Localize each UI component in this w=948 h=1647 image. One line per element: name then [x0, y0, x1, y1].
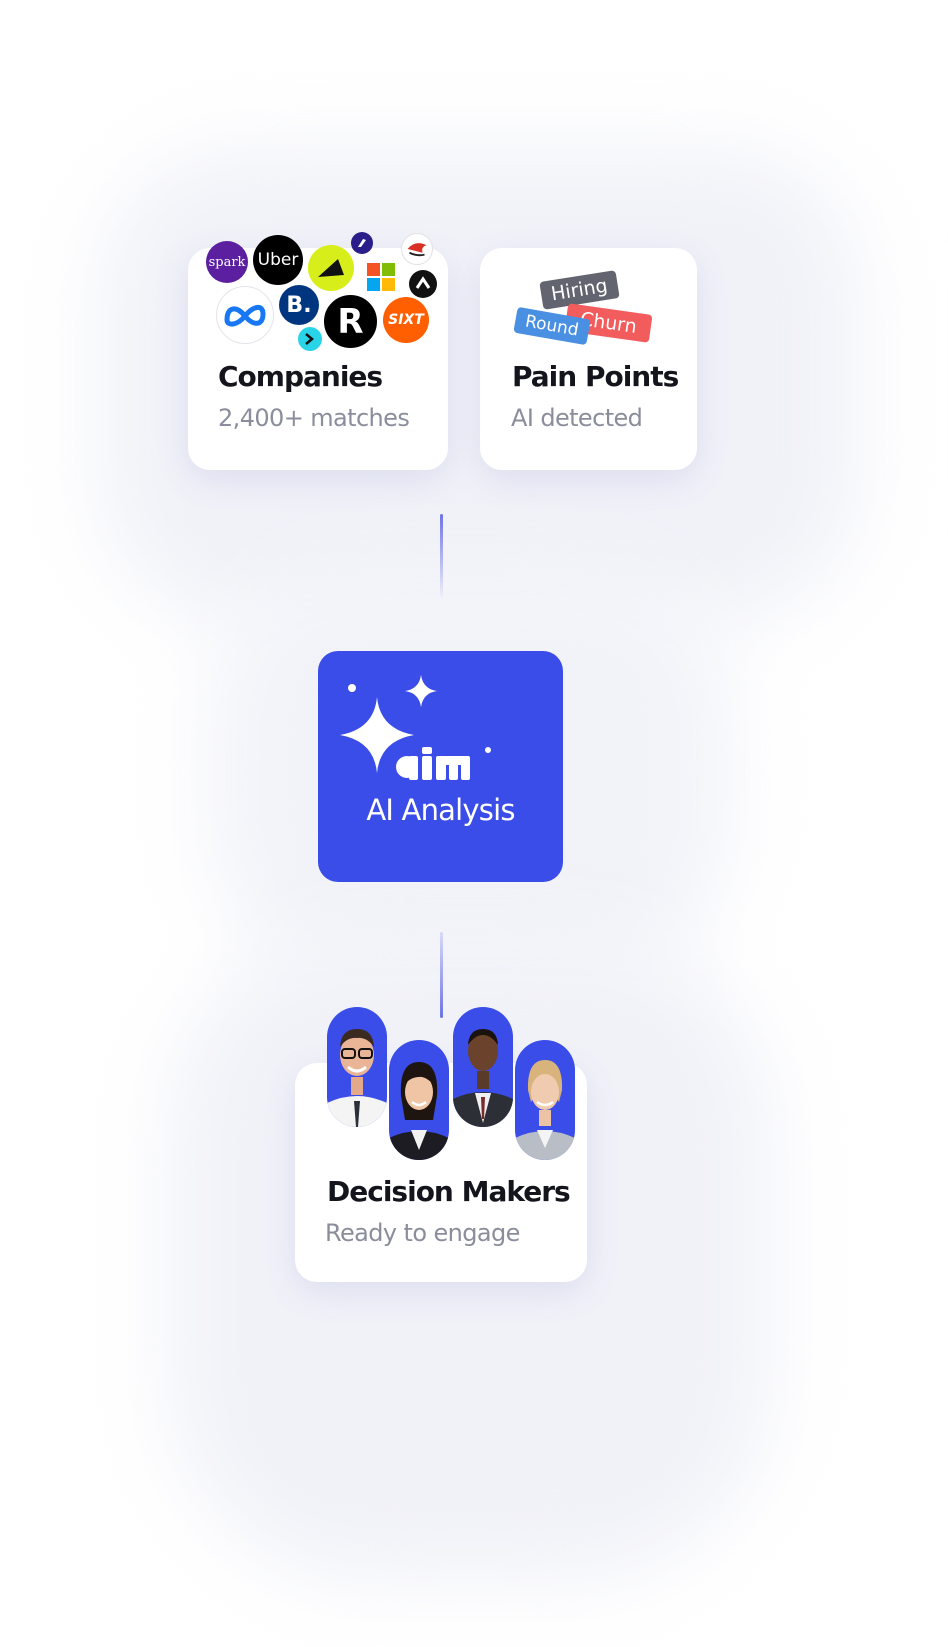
microsoft-icon [367, 263, 395, 291]
aim-wordmark [396, 747, 491, 780]
aim-logo [340, 675, 491, 780]
person-icon [515, 1060, 575, 1160]
lion-logo [401, 233, 433, 265]
sixt-logo: SIXT [383, 297, 429, 343]
avatar-woman-black-jacket [389, 1040, 449, 1160]
pain-points-card: Pain Points AI detected [480, 248, 697, 470]
person-icon [389, 1062, 449, 1160]
feather-icon [358, 239, 366, 247]
booking-logo-text: B. [286, 292, 312, 318]
meta-infinity-icon [224, 305, 266, 327]
chevron-up-icon [415, 276, 431, 289]
uber-logo: Uber [253, 235, 303, 285]
wedge-logo [308, 245, 354, 291]
microsoft-logo [362, 258, 400, 296]
r-logo: R [322, 293, 379, 350]
feather-logo [351, 232, 373, 254]
swap-icon [305, 333, 314, 345]
ai-analysis-label: AI Analysis [366, 793, 515, 827]
person-icon [327, 1029, 387, 1127]
small-sparkle-icon [405, 675, 437, 707]
decision-makers-subtitle: Ready to engage [325, 1219, 520, 1247]
booking-logo: B. [279, 285, 319, 325]
pain-points-title: Pain Points [512, 360, 679, 393]
meta-logo [216, 286, 274, 344]
sixt-logo-text: SIXT [388, 312, 424, 328]
companies-title: Companies [218, 360, 383, 393]
decision-makers-title: Decision Makers [327, 1175, 571, 1208]
connector-line-bottom [440, 932, 443, 1018]
dot-icon [348, 684, 356, 692]
connector-line-top [440, 514, 443, 600]
r-logo-text: R [337, 301, 364, 342]
pain-points-subtitle: AI detected [511, 404, 643, 432]
uber-logo-text: Uber [257, 250, 299, 270]
arrow-logo [409, 270, 437, 298]
companies-subtitle: 2,400+ matches [218, 404, 410, 432]
ai-analysis-box: AI Analysis [318, 651, 563, 882]
avatar-woman-grey-jacket [515, 1040, 575, 1160]
swap-logo [298, 327, 322, 351]
spark-logo: spark [206, 241, 248, 283]
avatar-man-glasses [327, 1007, 387, 1127]
large-sparkle-icon [340, 697, 414, 773]
wedge-logo-icon [318, 259, 344, 277]
avatar-man-suit [453, 1007, 513, 1127]
lion-icon [407, 243, 427, 257]
spark-logo-text: spark [208, 254, 246, 270]
person-icon [453, 1029, 513, 1127]
